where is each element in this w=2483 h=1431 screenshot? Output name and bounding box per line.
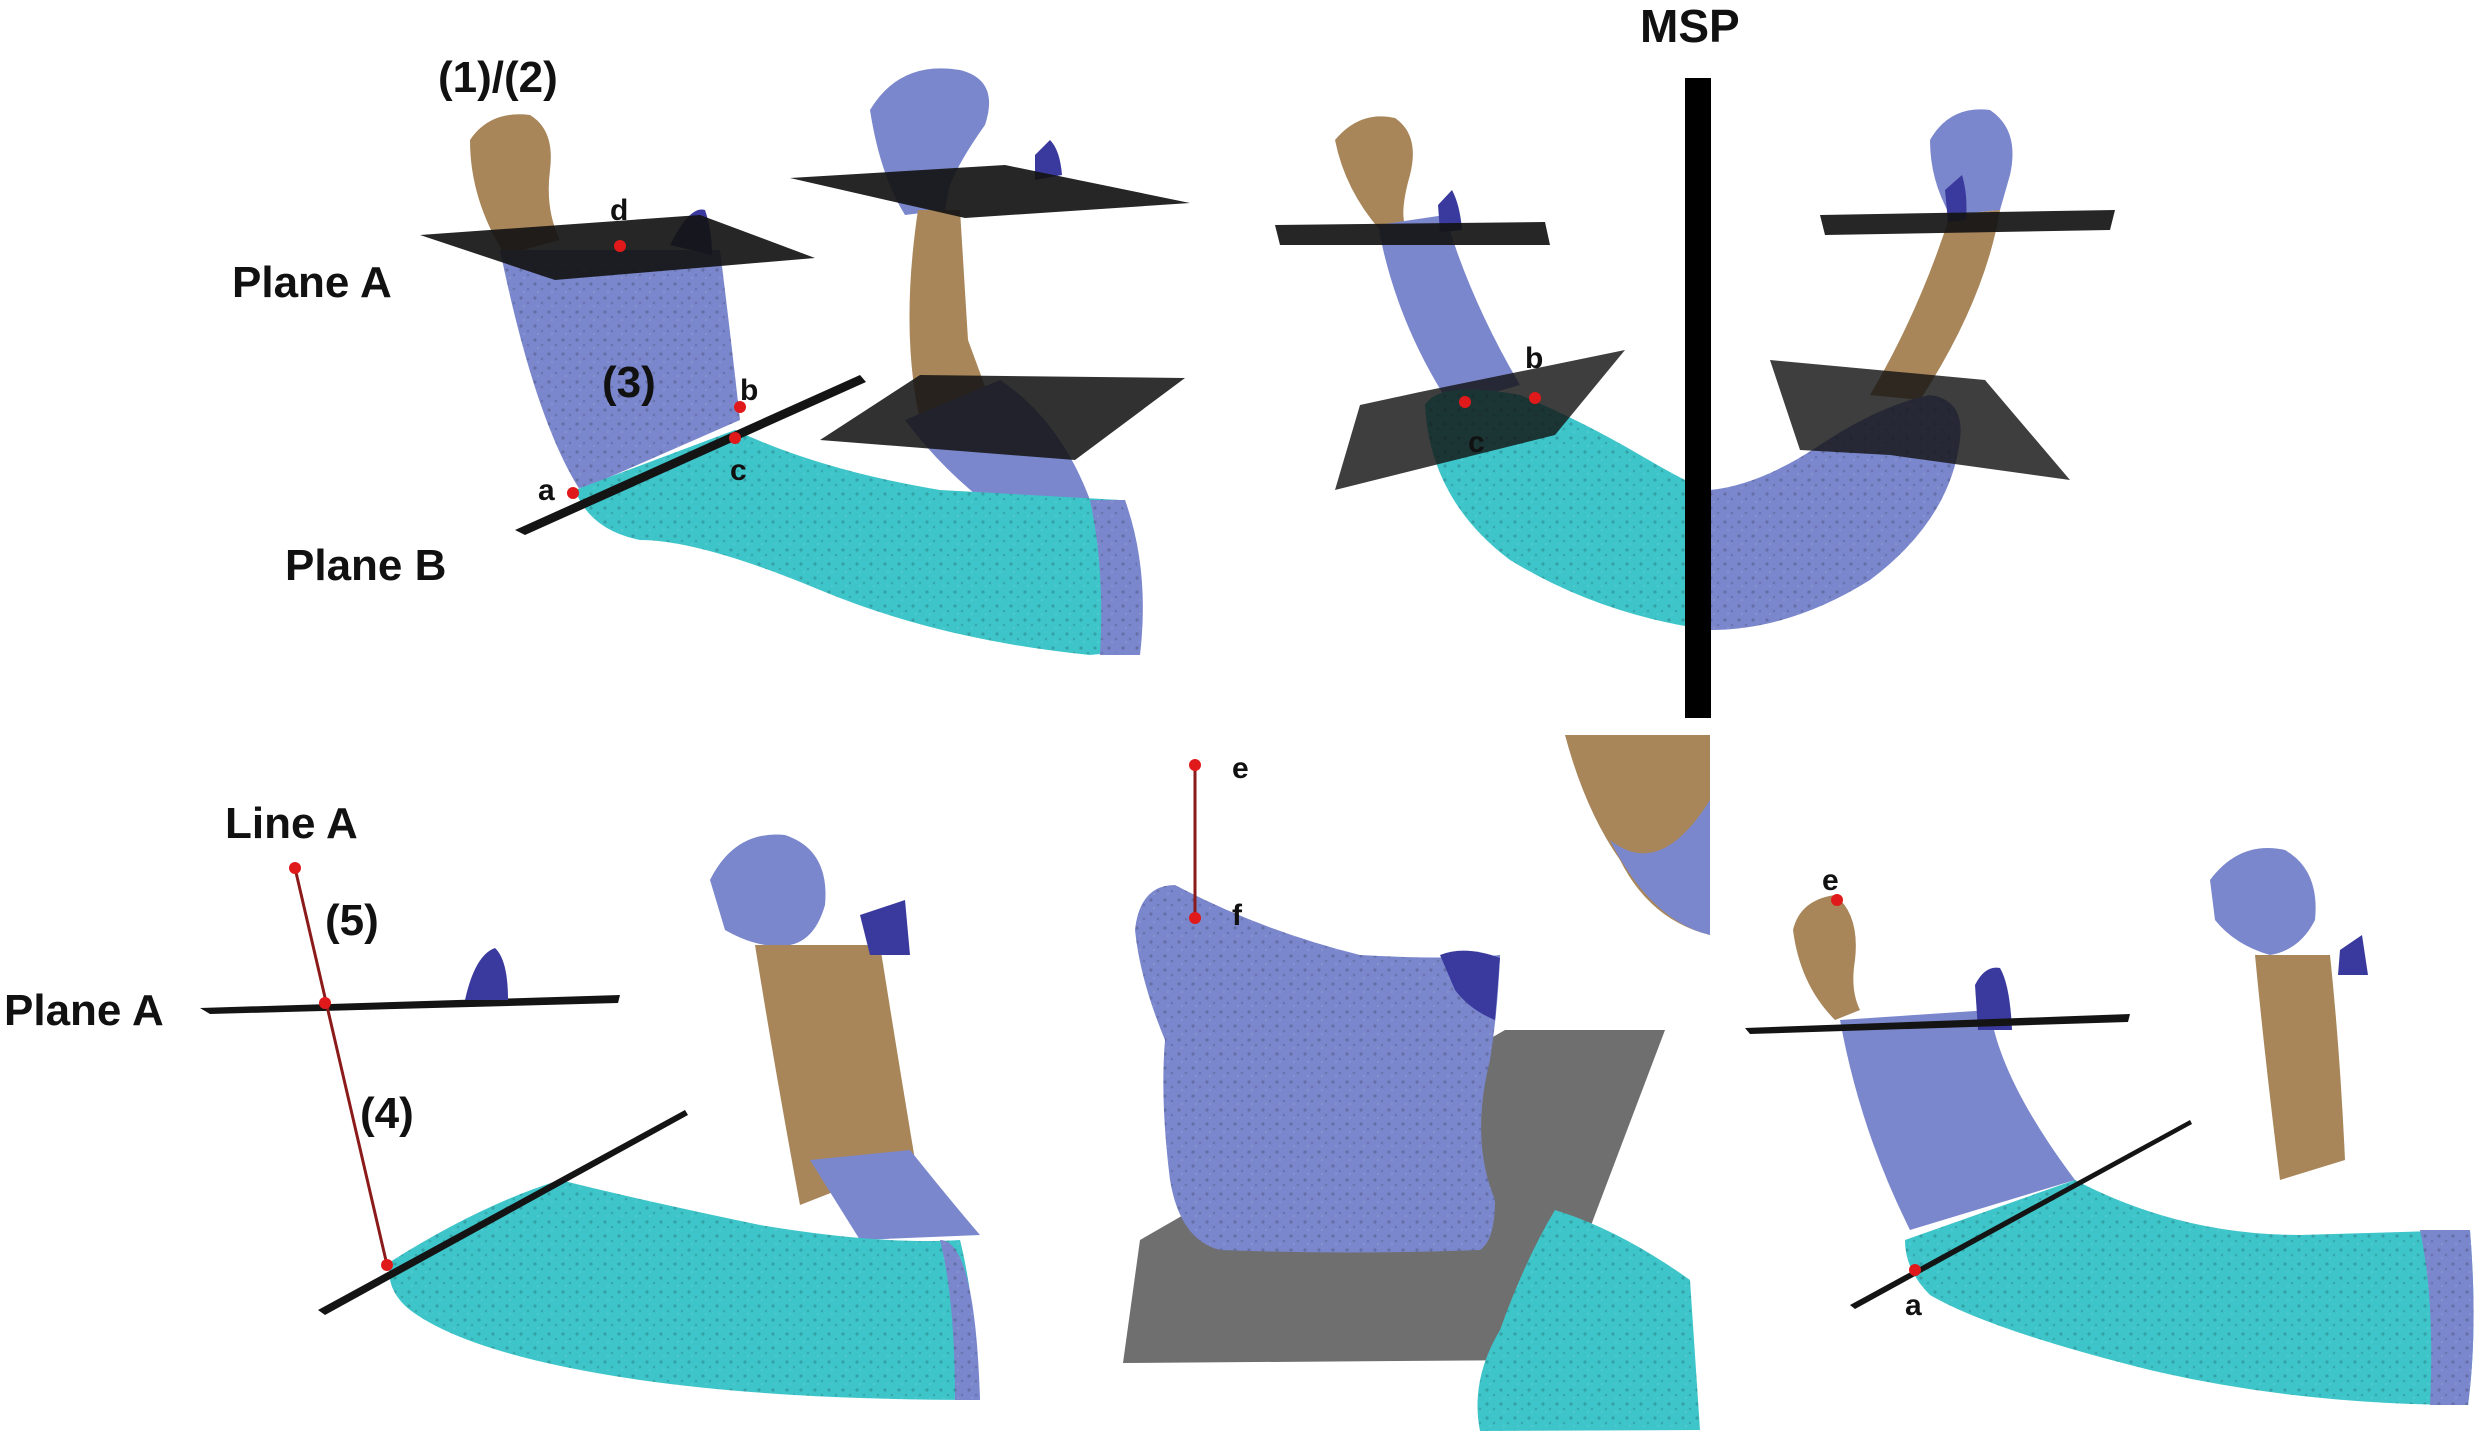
label-msp: MSP [1640, 0, 1740, 52]
far-plane-lower [820, 375, 1185, 460]
landmark-e-right [1831, 894, 1843, 906]
label-line-a: Line A [225, 799, 358, 848]
landmark-b-frontal [1529, 392, 1541, 404]
far-plane-top [790, 165, 1190, 218]
line-a-shape [293, 867, 389, 1266]
panel-bottom-right: e a [1745, 848, 2474, 1405]
label-1-2: (1)/(2) [438, 53, 558, 102]
label-plane-a-bottom: Plane A [4, 986, 164, 1035]
plane-b-bottom-shape [318, 1110, 688, 1315]
label-pt-f: f [1232, 899, 1243, 932]
label-plane-b: Plane B [285, 541, 446, 590]
label-pt-e-right: e [1822, 864, 1839, 897]
right-plane-top [1820, 210, 2115, 235]
plane-a-right-shape [1745, 1014, 2130, 1034]
panel-top-right: MSP c b [1275, 0, 2115, 718]
label-pt-c: c [730, 454, 747, 487]
landmark-e-closeup [1189, 759, 1201, 771]
panel-bottom-left: Line A (5) Plane A (4) [4, 799, 981, 1400]
landmark-c-frontal [1459, 396, 1471, 408]
landmark-plane-a-intersect [319, 997, 331, 1009]
landmark-f [1189, 912, 1201, 924]
msp-plane [1685, 78, 1711, 718]
label-pt-b: b [740, 374, 758, 407]
landmark-c [729, 432, 741, 444]
plane-b-right-shape [1850, 1120, 2192, 1309]
landmark-b [734, 401, 746, 413]
right-plane-lower [1770, 360, 2070, 480]
plane-a-bottom-shape [200, 995, 620, 1014]
landmark-line-top [289, 862, 301, 874]
landmark-d [614, 240, 626, 252]
landmark-a [567, 487, 579, 499]
panel-bottom-middle: e f [1123, 735, 1710, 1431]
label-4: (4) [360, 1089, 414, 1138]
label-pt-c-frontal: c [1468, 426, 1485, 459]
label-pt-a-right: a [1905, 1289, 1922, 1322]
label-pt-d: d [610, 194, 628, 227]
left-plane-top [1275, 222, 1550, 245]
landmark-gonion [381, 1259, 393, 1271]
label-5: (5) [325, 896, 379, 945]
left-plane-lower [1335, 350, 1625, 490]
label-pt-e-closeup: e [1232, 752, 1249, 785]
label-pt-a: a [538, 474, 555, 507]
plane-b-shape [515, 375, 866, 535]
panel-top-left: (1)/(2) Plane A (3) Plane B d b c a [232, 53, 1190, 655]
near-ramus [470, 114, 1143, 655]
landmark-a-right [1909, 1264, 1921, 1276]
label-3: (3) [602, 358, 656, 407]
label-pt-b-frontal: b [1525, 342, 1543, 375]
label-plane-a-top: Plane A [232, 258, 392, 307]
